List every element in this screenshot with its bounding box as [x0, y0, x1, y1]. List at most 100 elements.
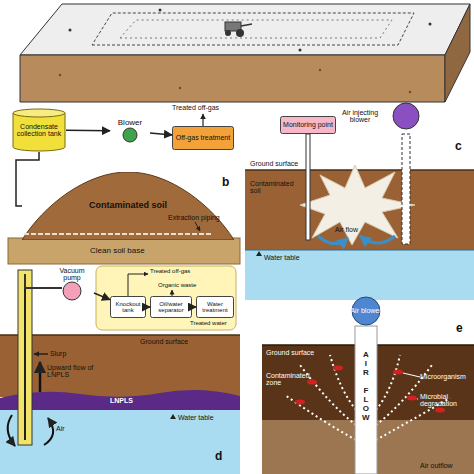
contamination-burst	[300, 165, 415, 245]
slurp-tube	[24, 274, 26, 440]
label-text: Upward flow of LNPLS	[47, 364, 99, 379]
tractor-wheel	[236, 29, 244, 37]
label-text: Ground surface	[250, 160, 298, 167]
node-text: Monitoring point	[282, 121, 334, 128]
connector	[146, 306, 150, 308]
connector	[192, 306, 196, 308]
groundwater	[245, 250, 474, 300]
treatment-box: Off-gas treatment	[172, 126, 234, 150]
label-text: Treated off-gas	[150, 268, 190, 274]
box-outline	[281, 117, 336, 134]
groundwater	[0, 405, 240, 474]
water-table-symbol	[256, 251, 262, 256]
node-text: Knockout tank	[110, 301, 146, 314]
field-marker	[159, 9, 162, 12]
microorganism	[307, 380, 317, 385]
microorganism	[295, 400, 305, 405]
blower-node: Blower	[110, 114, 150, 148]
soil-speck	[179, 87, 181, 89]
monitoring-well	[306, 134, 310, 240]
box-outline	[197, 297, 234, 318]
lnapl-layer	[0, 390, 240, 410]
ground-line	[245, 169, 474, 171]
connector	[150, 133, 172, 135]
panel-letter: c	[455, 140, 462, 153]
separator-box: Oil/water separator	[150, 296, 192, 318]
box-outline	[151, 297, 192, 318]
node-text: Oil/water separator	[150, 301, 192, 314]
microorganism	[435, 408, 445, 413]
tank-top	[13, 109, 65, 117]
node-text: Contaminated soil	[88, 201, 168, 210]
soil-layer	[0, 335, 240, 397]
label-text: AIR FLOW	[361, 350, 369, 422]
offgas-arrow	[128, 274, 148, 296]
label-text: Ground surface	[140, 338, 188, 345]
soil-speck	[409, 91, 411, 93]
node-text: Off-gas treatment	[175, 134, 231, 141]
soil-speck	[59, 74, 61, 76]
slurp-arrow	[34, 353, 48, 354]
field-side-face	[445, 4, 470, 102]
box-outline	[111, 297, 146, 318]
tractor-arm	[241, 24, 252, 26]
air-flow-arrow	[360, 236, 395, 243]
node-text: Vacuum pump	[50, 267, 94, 282]
label-text: Slurp	[50, 350, 66, 357]
label-text: Organic waste	[158, 282, 196, 288]
node-text: Blower	[117, 119, 143, 127]
connector	[66, 130, 110, 132]
offgas-arrow	[202, 114, 203, 126]
label-text: Ground surface	[266, 349, 314, 356]
node-text: Air injecting blower	[330, 109, 390, 124]
soil-pile: Contaminated soil	[22, 172, 234, 240]
tank-side	[65, 113, 66, 147]
field-marker	[69, 29, 72, 32]
tractor-wheel	[225, 30, 231, 36]
circle-symbol	[62, 281, 82, 301]
panel-letter: b	[222, 176, 229, 189]
field-front-face	[20, 55, 445, 102]
circle-symbol	[392, 102, 420, 130]
circle-outline	[123, 128, 137, 142]
slurp-well	[18, 270, 32, 445]
label-text: Clean soil base	[90, 247, 145, 255]
panel-letter: d	[215, 450, 222, 463]
clean-soil-base	[8, 238, 240, 264]
label-text: Contaminated soil	[250, 180, 290, 195]
injection-well	[402, 134, 410, 244]
air-stream	[330, 355, 356, 410]
label-text: LNPLS	[110, 397, 133, 404]
leader-line	[417, 399, 418, 400]
field-marker	[429, 23, 432, 26]
ground-line	[0, 334, 240, 336]
pipe-grid	[92, 13, 414, 45]
microorganism	[393, 370, 403, 375]
label-text: Microorganism	[420, 373, 466, 380]
connector	[16, 152, 39, 206]
label-text: Air	[56, 425, 65, 432]
tank-cylinder: Condensate collection tank	[12, 108, 66, 152]
circle-symbol	[122, 127, 138, 143]
blower-circle: Air blower	[348, 296, 384, 326]
suction-pipe	[25, 274, 62, 288]
air-flow-arrow	[318, 236, 348, 244]
node-text: Air blower	[349, 307, 382, 314]
circulation-arrow	[44, 418, 53, 445]
air-stream	[376, 355, 400, 410]
circle-outline	[63, 282, 81, 300]
circle-outline	[393, 103, 419, 129]
leader-line	[403, 373, 420, 377]
label-text: Water table	[178, 414, 214, 421]
label-text: Extraction piping	[168, 214, 220, 221]
connector	[94, 293, 110, 300]
node-text: Water treatment	[196, 301, 234, 314]
label-text: Microbial degradation	[420, 393, 470, 408]
microorganism	[407, 396, 417, 401]
water-table-line	[245, 250, 474, 251]
label-text: Contaminated zone	[266, 372, 306, 387]
pipe-grid-inner	[120, 20, 392, 38]
water-table-symbol	[170, 414, 176, 419]
